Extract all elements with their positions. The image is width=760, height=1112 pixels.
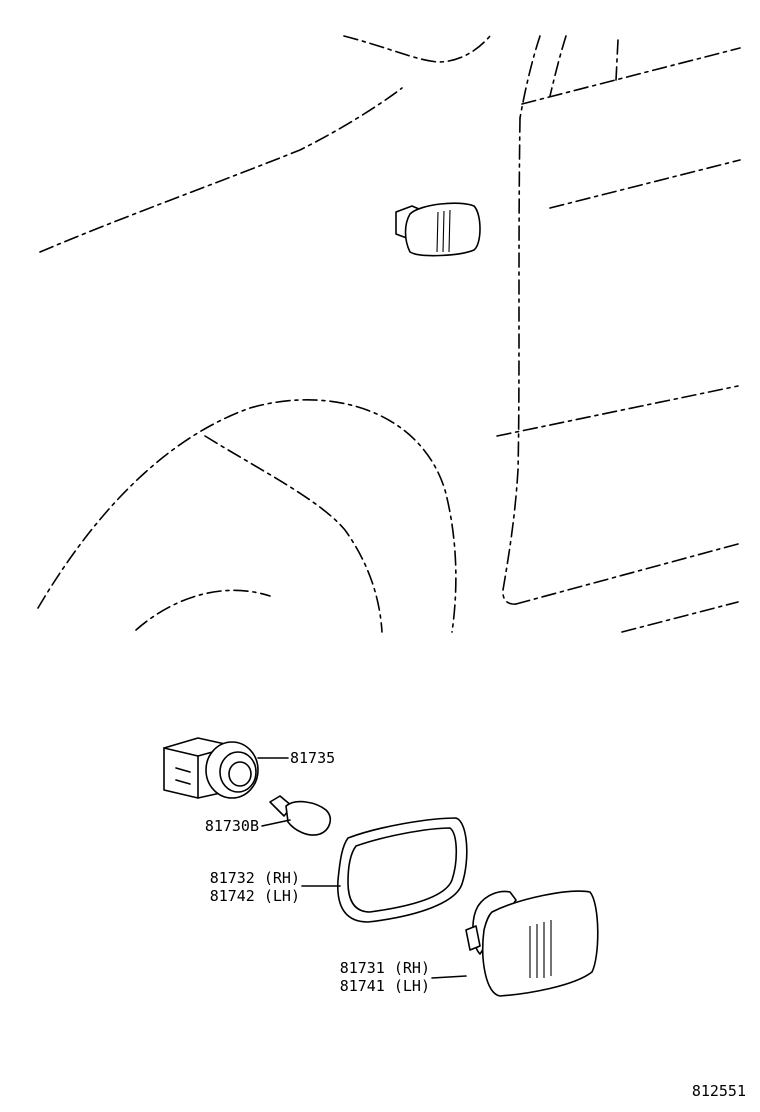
socket-part — [163, 737, 289, 799]
hood-crease — [39, 87, 403, 253]
hood-edge — [343, 35, 491, 63]
gasket-inner — [347, 827, 458, 913]
lens-clip — [465, 925, 481, 951]
bulb-glass — [285, 800, 332, 836]
door-gap — [502, 117, 521, 605]
a-pillar-inner — [549, 35, 567, 97]
figure-id: 812551 — [692, 1082, 746, 1100]
gasket-part — [301, 817, 468, 923]
tire-arc — [135, 589, 271, 631]
bulb-part — [261, 795, 332, 836]
label-bulb: 81730B — [205, 817, 259, 835]
a-pillar-outer — [519, 35, 541, 119]
windshield-base — [521, 47, 741, 105]
label-gasket-rh: 81732 (RH) — [210, 869, 300, 887]
lens-part — [431, 890, 599, 997]
door-line-middle — [496, 385, 739, 437]
label-lens-rh: 81731 (RH) — [340, 959, 430, 977]
side-marker-installed — [395, 202, 481, 257]
sill-line — [621, 601, 739, 633]
vehicle-outline — [37, 35, 741, 633]
mounted-lens — [404, 202, 481, 257]
wheel-arch-outer — [37, 399, 457, 633]
a-pillar-post — [615, 39, 619, 81]
label-gasket-lh: 81742 (LH) — [210, 887, 300, 905]
label-lens-lh: 81741 (LH) — [340, 977, 430, 995]
leader-81731 — [431, 975, 467, 979]
lens-body — [481, 890, 599, 997]
wheel-arch-inner — [204, 435, 383, 633]
door-line-upper — [549, 159, 741, 209]
leader-81730b — [261, 819, 291, 827]
label-socket: 81735 — [290, 749, 335, 767]
rocker-line — [515, 543, 739, 605]
